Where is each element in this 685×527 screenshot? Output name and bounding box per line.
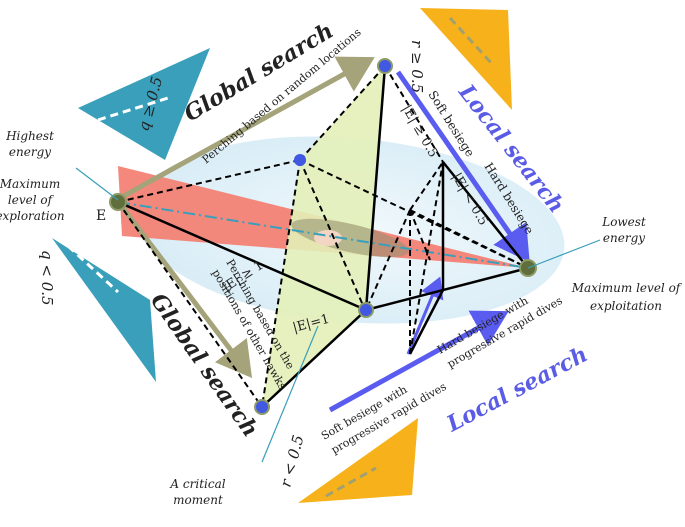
highest-energy-1: Highest	[5, 129, 54, 143]
node-top	[377, 58, 393, 74]
r-ge-label: r ≥ 0.5	[408, 40, 426, 93]
callout-critical	[261, 325, 319, 463]
max-explore-2: level of	[8, 193, 55, 207]
r-ge-dashes	[448, 16, 496, 68]
highest-energy-2: energy	[9, 145, 51, 159]
node-bottom	[254, 399, 270, 415]
center-blob	[291, 218, 409, 258]
node-center	[358, 302, 374, 318]
q-lt-label: q < 0.5	[38, 250, 56, 306]
center-dashdot-line	[117, 201, 529, 269]
max-exploit-2: exploitation	[590, 299, 662, 313]
lowest-energy-1: Lowest	[601, 215, 646, 229]
solid-paths	[117, 65, 529, 408]
global-arrow-top	[118, 56, 375, 201]
max-explore-3: exploration	[0, 209, 65, 223]
r-ge-triangle	[420, 8, 512, 110]
lowest-energy-2: energy	[603, 231, 645, 245]
r-lt-label: r < 0.5	[276, 433, 307, 489]
global-arrow-bottom	[118, 202, 253, 378]
node-e	[109, 193, 127, 211]
q-lt-triangle	[52, 238, 156, 382]
q-ge-triangle	[78, 48, 210, 160]
point-e-label: E	[96, 208, 106, 224]
callout-highest	[75, 167, 119, 201]
local-arrow-bottom	[328, 310, 509, 413]
r-lt-triangle	[298, 418, 418, 503]
dashed-paths	[117, 65, 529, 408]
local-arrow-top	[395, 70, 530, 263]
node-mid-upper	[294, 154, 306, 166]
critical-2: moment	[173, 493, 223, 507]
critical-1: A critical	[169, 477, 225, 491]
lower-green-triangle	[262, 160, 365, 407]
callout-lowest	[527, 239, 601, 269]
q-lt-dashes	[66, 244, 120, 294]
max-explore-1: Maximum	[0, 177, 60, 191]
r-lt-dashes	[325, 466, 377, 498]
max-exploit-1: Maximum level of	[571, 281, 683, 295]
